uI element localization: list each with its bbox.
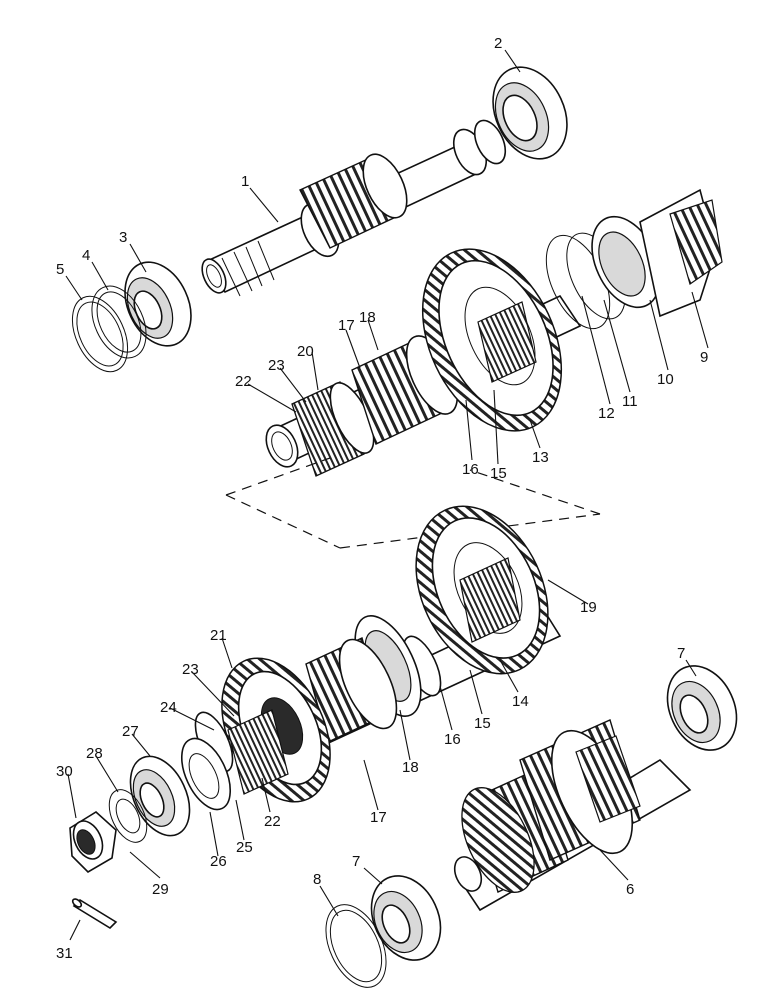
callout-11: 11 (622, 393, 638, 410)
ring-8 (325, 904, 387, 988)
callout-17-lower: 17 (370, 809, 387, 826)
callout-10: 10 (657, 371, 674, 388)
callout-30: 30 (56, 763, 73, 780)
snap-ring-4 (91, 285, 147, 359)
callout-4: 4 (82, 247, 90, 264)
callout-15-upper: 15 (490, 465, 507, 482)
callout-13: 13 (532, 449, 549, 466)
nut-29-30 (69, 811, 117, 874)
callout-3: 3 (119, 229, 127, 246)
layshaft-cluster-6 (453, 719, 692, 912)
callout-26: 26 (210, 853, 227, 870)
bearing-7-upper (666, 665, 738, 751)
input-shaft (201, 119, 507, 297)
ring-5 (71, 295, 129, 373)
callout-14: 14 (512, 693, 529, 710)
callout-20: 20 (297, 343, 314, 360)
callout-23-lower: 23 (182, 661, 199, 678)
callout-16-upper: 16 (462, 461, 479, 478)
callout-27: 27 (122, 723, 139, 740)
bearing-7-lower (370, 875, 442, 961)
callout-8: 8 (313, 871, 321, 888)
callout-6: 6 (626, 881, 634, 898)
pin-31 (71, 898, 118, 930)
callout-25: 25 (236, 839, 253, 856)
callout-22-upper: 22 (235, 373, 252, 390)
callout-18-lower: 18 (402, 759, 419, 776)
callout-15-lower: 15 (474, 715, 491, 732)
callout-5: 5 (56, 261, 64, 278)
dashed-connector (225, 457, 601, 549)
callout-1: 1 (241, 173, 249, 190)
callout-19: 19 (580, 599, 597, 616)
callout-18-upper: 18 (359, 309, 376, 326)
callout-29: 29 (152, 881, 169, 898)
callouts: 1 2 3 4 5 6 7 7 8 9 10 11 12 13 14 15 15… (56, 35, 708, 962)
callout-24: 24 (160, 699, 177, 716)
bearing-3 (124, 261, 192, 347)
callout-28: 28 (86, 745, 103, 762)
callout-12: 12 (598, 405, 615, 422)
mainshaft-upper (265, 188, 723, 477)
callout-17-upper: 17 (338, 317, 355, 334)
callout-21: 21 (210, 627, 227, 644)
callout-7-upper: 7 (677, 645, 685, 662)
washer-28 (108, 789, 148, 843)
callout-7-lower: 7 (352, 853, 360, 870)
bearing-2 (492, 66, 568, 160)
callout-9: 9 (700, 349, 708, 366)
callout-2: 2 (494, 35, 502, 52)
leader-lines (65, 49, 709, 941)
mainshaft-lower (180, 505, 562, 811)
callout-23-upper: 23 (268, 357, 285, 374)
callout-22-lower: 22 (264, 813, 281, 830)
callout-31: 31 (56, 945, 73, 962)
callout-16-lower: 16 (444, 731, 461, 748)
